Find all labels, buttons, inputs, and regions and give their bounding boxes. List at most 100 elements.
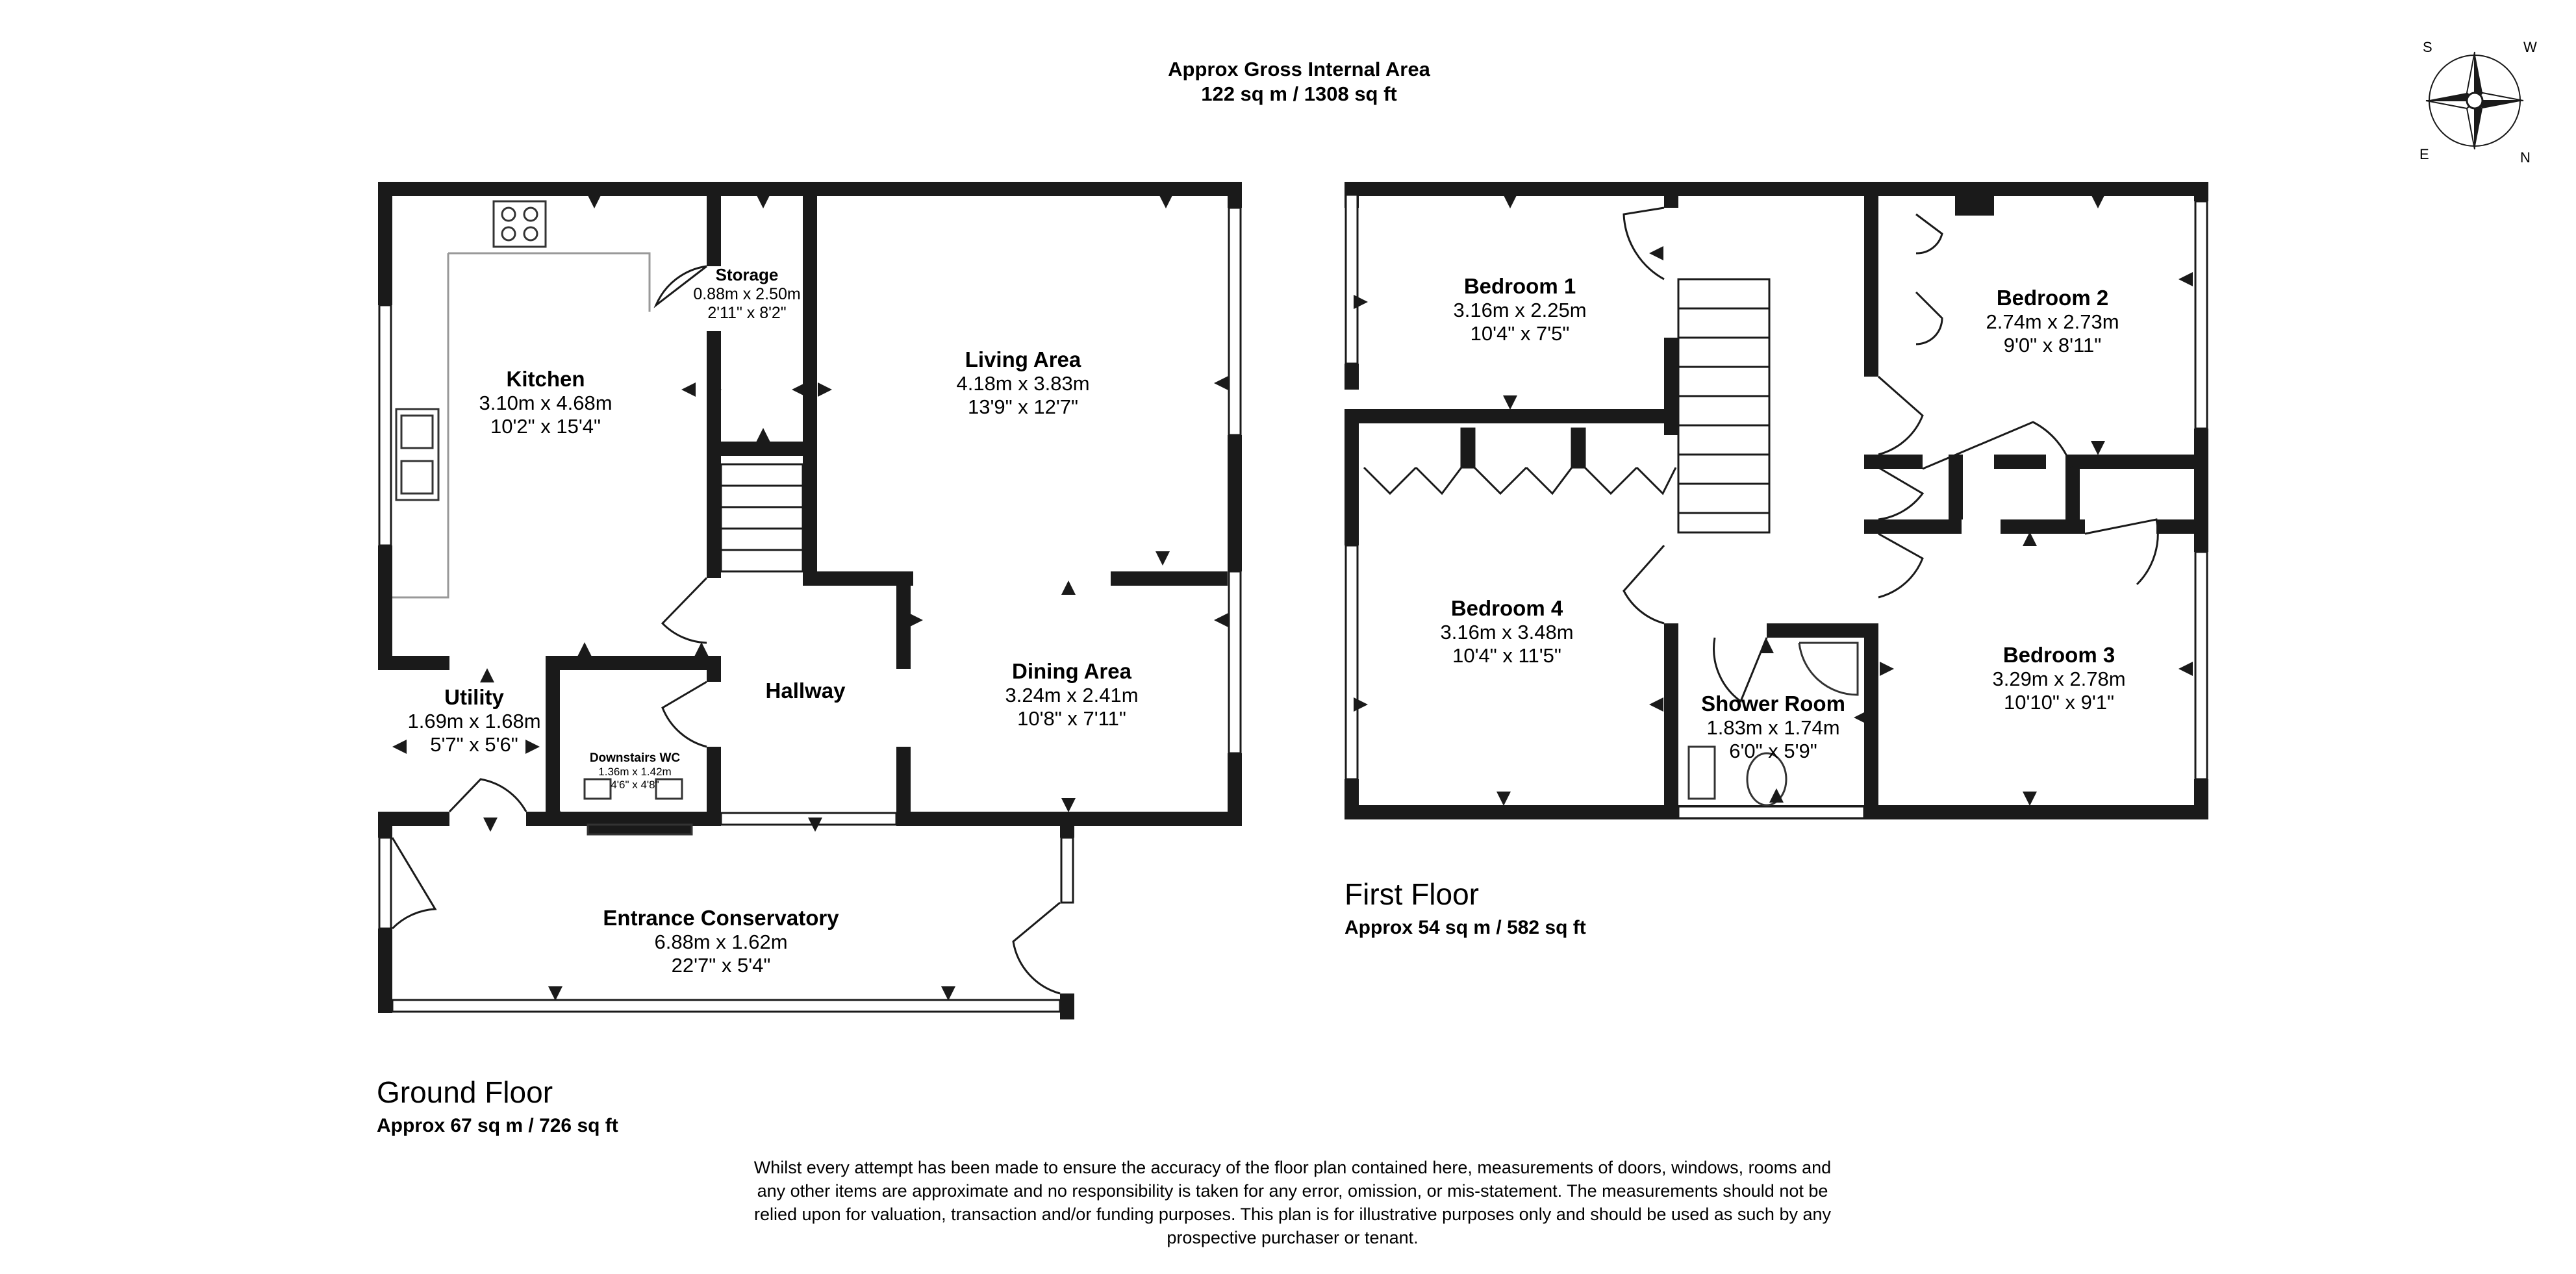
opening-arrow-icon [548, 801, 562, 816]
wall [378, 182, 392, 305]
disclaimer-text: Whilst every attempt has been made to en… [701, 1156, 1884, 1249]
opening-arrow-icon [1214, 613, 1228, 627]
disclaimer-line: any other items are approximate and no r… [757, 1181, 1828, 1201]
opening-arrow-icon [525, 740, 540, 754]
room-name: Bedroom 1 [1463, 274, 1576, 298]
opening-arrow-icon [2023, 792, 2037, 806]
wall [2001, 519, 2085, 534]
opening-arrow-icon [1503, 194, 1517, 208]
floor-name: First Floor [1345, 877, 1479, 911]
room-imperial: 10'2" x 15'4" [490, 415, 601, 438]
wardrobe-doors [1363, 427, 1677, 495]
room-name: Dining Area [1012, 659, 1131, 683]
opening-arrow-icon [792, 382, 806, 397]
opening-arrow-icon [1649, 246, 1663, 260]
opening-arrow-icon [2091, 194, 2105, 208]
room-metric: 4.18m x 3.83m [956, 372, 1090, 395]
room-name: Bedroom 4 [1450, 596, 1563, 620]
opening-arrow-icon [1854, 710, 1868, 725]
room-living-area: Living Area 4.18m x 3.83m 13'9" x 12'7" [916, 347, 1130, 419]
compass-letter-e: E [2419, 146, 2429, 162]
disclaimer-line: relied upon for valuation, transaction a… [753, 1205, 1831, 1224]
compass-letter-n: N [2520, 149, 2531, 166]
window [1228, 206, 1242, 436]
ground-floor-label: Ground Floor Approx 67 sq m / 726 sq ft [377, 1075, 618, 1137]
wall [1228, 435, 1242, 571]
room-bedroom-2: Bedroom 2 2.74m x 2.73m 9'0" x 8'11" [1955, 286, 2150, 357]
room-bedroom-4: Bedroom 4 3.16m x 3.48m 10'4" x 11'5" [1403, 596, 1611, 668]
wall [1864, 182, 1878, 377]
wall [2194, 182, 2208, 201]
room-name: Storage [715, 265, 779, 284]
window [391, 999, 1061, 1013]
room-imperial: 10'8" x 7'11" [1017, 707, 1126, 730]
opening-arrow-icon [818, 382, 832, 397]
room-name: Bedroom 2 [1996, 286, 2109, 310]
opening-arrow-icon [1354, 697, 1368, 712]
room-storage: Storage 0.88m x 2.50m 2'11" x 8'2" [669, 265, 825, 323]
first-floor-label: First Floor Approx 54 sq m / 582 sq ft [1345, 877, 1586, 939]
opening-arrow-icon [941, 986, 955, 1001]
gross-area-title: Approx Gross Internal Area [1168, 58, 1430, 81]
wall [1345, 409, 1359, 545]
first-floor-windows [1345, 194, 2208, 819]
wall [2194, 779, 2208, 818]
wall [896, 812, 1065, 826]
room-metric: 3.24m x 2.41m [1005, 684, 1139, 706]
room-bedroom-3: Bedroom 3 3.29m x 2.78m 10'10" x 9'1" [1949, 643, 2169, 714]
room-name: Downstairs WC [589, 751, 681, 765]
wall [896, 747, 911, 826]
room-imperial: 9'0" x 8'11" [2003, 334, 2102, 356]
wall [378, 656, 449, 670]
room-shower-room: Shower Room 1.83m x 1.74m 6'0" x 5'9" [1682, 692, 1864, 763]
window [378, 304, 392, 547]
wall [546, 656, 560, 825]
window [2194, 551, 2208, 781]
opening-arrow-icon [756, 194, 770, 208]
opening-arrow-icon [909, 613, 923, 627]
wall [378, 812, 449, 826]
wall [1949, 455, 1963, 519]
opening-arrow-icon [1649, 697, 1663, 712]
wall [1864, 623, 1878, 818]
wall [526, 812, 721, 826]
room-imperial: 22'7" x 5'4" [671, 954, 771, 977]
room-name: Entrance Conservatory [603, 906, 839, 930]
room-imperial: 2'11" x 8'2" [707, 304, 787, 322]
room-imperial: 10'4" x 7'5" [1470, 322, 1570, 345]
wall [1664, 338, 1678, 435]
ground-doors [391, 265, 1061, 995]
window [2194, 200, 2208, 430]
wall [707, 656, 721, 682]
wall [2072, 455, 2208, 469]
room-imperial: 4'6" x 4'8" [611, 779, 659, 791]
opening-arrow-icon [483, 818, 498, 832]
first-stairs [1677, 278, 1771, 534]
shower-fixtures [1687, 642, 1859, 806]
opening-arrow-icon [1155, 551, 1170, 566]
opening-arrow-icon [808, 818, 822, 832]
first-doors [1623, 206, 2159, 703]
room-metric: 1.69m x 1.68m [407, 710, 541, 732]
opening-arrow-icon [2023, 532, 2037, 546]
room-name: Bedroom 3 [2002, 643, 2115, 667]
room-metric: 1.36m x 1.42m [598, 766, 672, 778]
opening-arrow-icon [1354, 295, 1368, 309]
disclaimer-line: Whilst every attempt has been made to en… [753, 1158, 1832, 1177]
hob-icon [492, 200, 547, 248]
opening-arrow-icon [707, 382, 722, 397]
wall [803, 571, 913, 586]
room-imperial: 5'7" x 5'6" [430, 733, 518, 756]
room-metric: 6.88m x 1.62m [654, 931, 788, 953]
opening-arrow-icon [756, 428, 770, 442]
wall [896, 571, 911, 669]
room-metric: 3.16m x 2.25m [1453, 299, 1587, 321]
opening-arrow-icon [1061, 581, 1076, 595]
wall [1345, 182, 2208, 196]
window [1345, 544, 1359, 781]
wall [546, 656, 708, 670]
wall [1767, 623, 1871, 638]
wall [1664, 623, 1678, 818]
opening-arrow-icon [2178, 662, 2193, 676]
room-imperial: 13'9" x 12'7" [967, 395, 1078, 418]
